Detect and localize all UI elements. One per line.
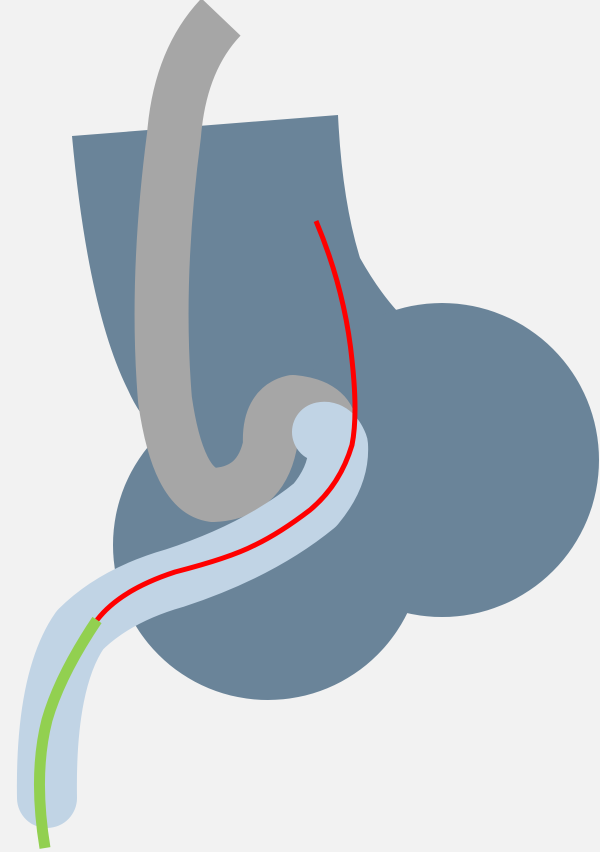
diagram-canvas: [0, 0, 600, 852]
